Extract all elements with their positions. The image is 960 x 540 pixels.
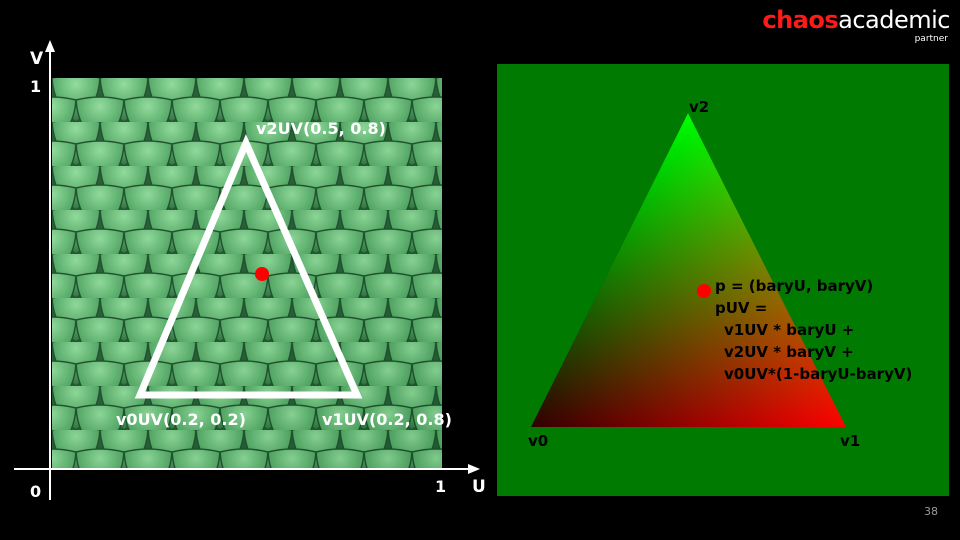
bary-v2-label: v2 (689, 98, 709, 116)
bary-v0-label: v0 (528, 432, 548, 450)
logo-subtitle: partner (914, 34, 948, 44)
v0-uv-label: v0UV(0.2, 0.2) (116, 410, 246, 429)
formula-line: pUV = (715, 299, 767, 317)
bary-panel: v2 v0 v1 p = (baryU, baryV) pUV = v1UV *… (497, 64, 949, 496)
v-axis-arrow-icon (45, 40, 55, 52)
bary-sample-point (697, 284, 711, 298)
formula-line: v2UV * baryV + (724, 343, 854, 361)
bary-triangle-green (531, 113, 846, 427)
uv-triangle (134, 134, 363, 399)
page-number: 38 (924, 505, 938, 518)
formula-line: p = (baryU, baryV) (715, 277, 873, 295)
axis-v-label: V (30, 49, 44, 69)
logo-brand-white: academic (838, 6, 950, 34)
logo-brand-red: chaos (762, 6, 839, 34)
uv-sample-point (255, 267, 269, 281)
tick-v-one: 1 (30, 77, 41, 96)
formula-line: v1UV * baryU + (724, 321, 854, 339)
bary-v1-label: v1 (840, 432, 860, 450)
chaos-academic-logo: chaosacademic partner (750, 6, 950, 44)
logo-wordmark: chaosacademic (750, 6, 950, 34)
axis-u-label: U (472, 477, 486, 497)
tick-u-one: 1 (435, 477, 446, 496)
v2-uv-label: v2UV(0.5, 0.8) (256, 119, 386, 138)
uv-panel: V U 1 0 1 v2UV(0.5, 0.8) v0UV(0.2, 0.2) … (14, 40, 486, 501)
formula-line: v0UV*(1-baryU-baryV) (724, 365, 912, 383)
v1-uv-label: v1UV(0.2, 0.8) (322, 410, 452, 429)
u-axis-arrow-icon (468, 464, 480, 474)
tick-origin: 0 (30, 482, 41, 501)
